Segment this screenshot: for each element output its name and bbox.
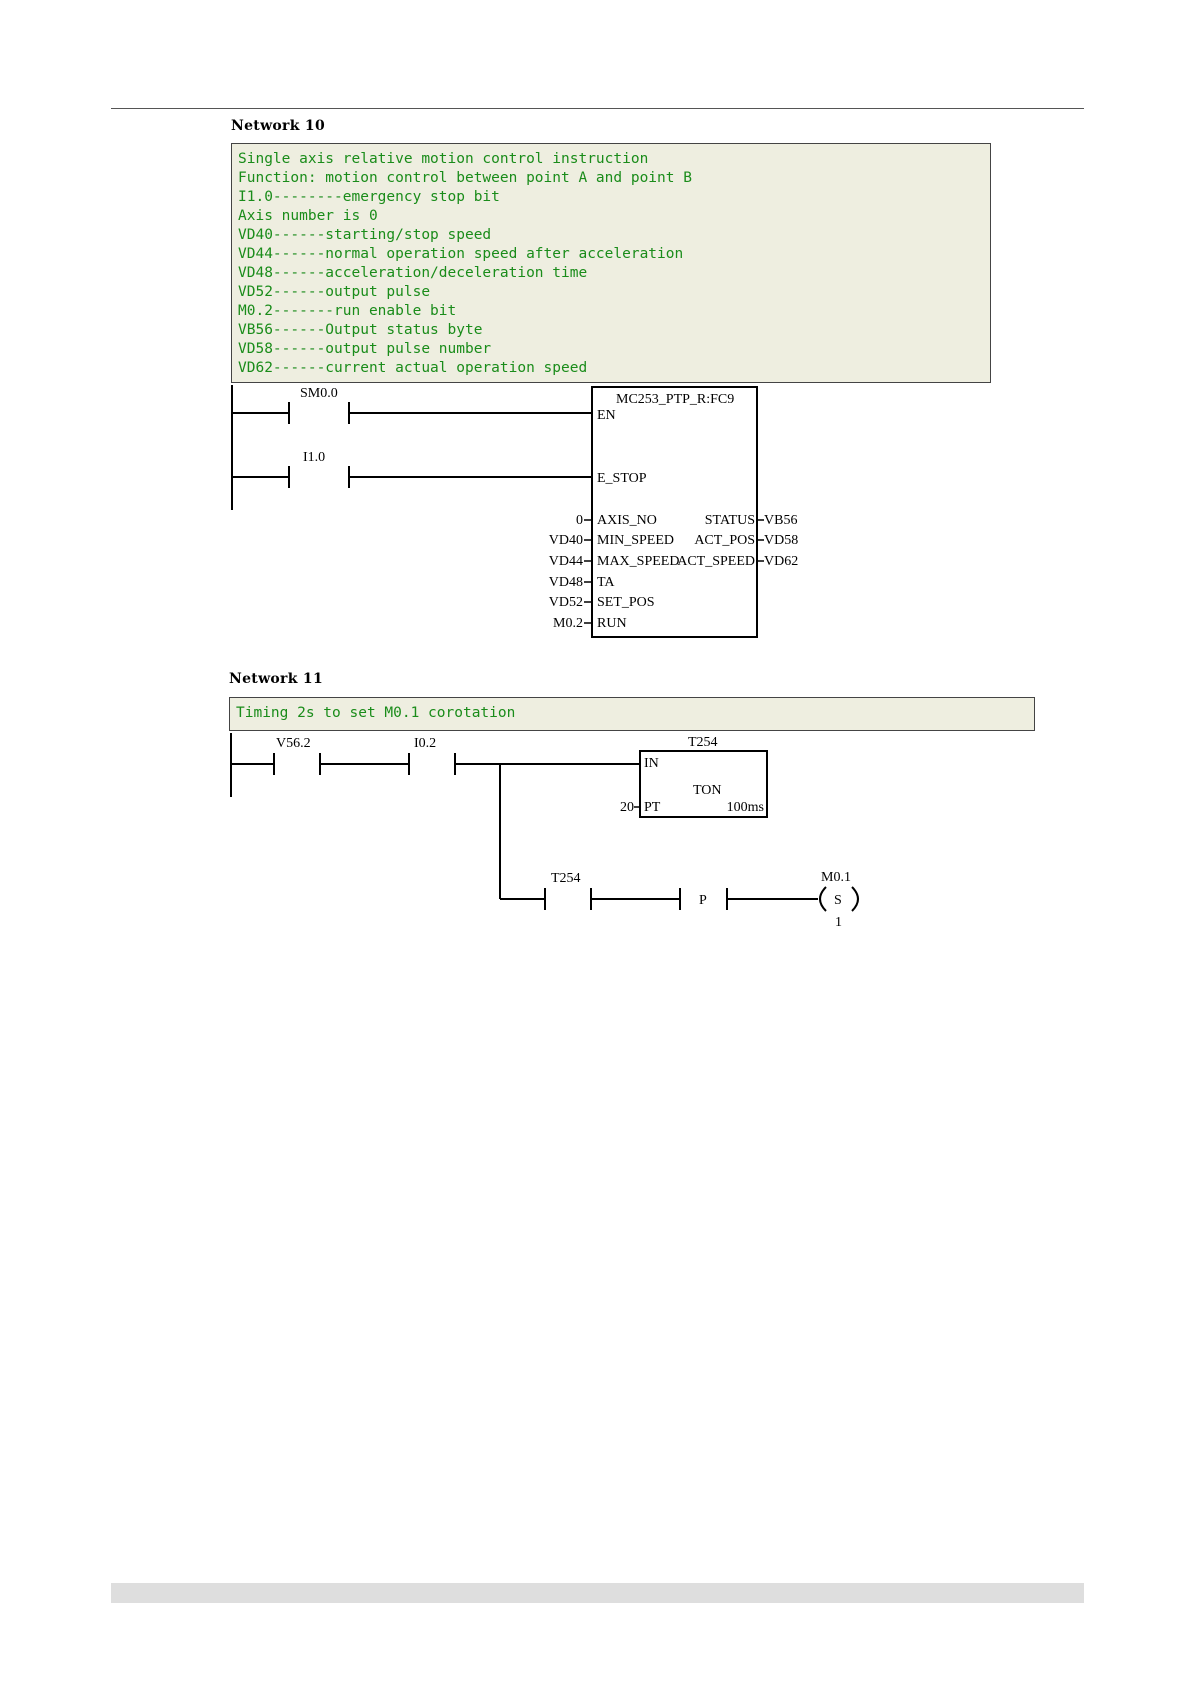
comment-line: VD62------current actual operation speed <box>238 360 588 376</box>
contact-sm0-0: SM0.0 <box>232 386 592 424</box>
pin-max-speed: MAX_SPEED <box>597 554 679 569</box>
function-block-mc253: MC253_PTP_R:FC9 EN E_STOP AXIS_NO MIN_SP… <box>549 386 798 638</box>
comment-line: VD44------normal operation speed after a… <box>238 246 684 262</box>
header-rule <box>111 108 1084 109</box>
coil-type: S <box>834 893 842 908</box>
edge-label: P <box>699 893 707 908</box>
comment-line: VB56------Output status byte <box>238 322 483 338</box>
input-set-pos: VD52 <box>549 595 583 610</box>
edge-p: P <box>679 888 817 910</box>
pin-en: EN <box>597 408 616 423</box>
network-10-comment: Single axis relative motion control inst… <box>231 143 991 383</box>
output-act-speed: VD62 <box>764 554 798 569</box>
network-11-title: Network 11 <box>229 671 323 687</box>
comment-line: Timing 2s to set M0.1 corotation <box>236 705 516 721</box>
timer-pt-pin: PT <box>644 800 661 815</box>
contact-label: T254 <box>551 871 581 886</box>
pin-axis-no: AXIS_NO <box>597 513 657 528</box>
pin-set-pos: SET_POS <box>597 595 655 610</box>
contact-v56-2: V56.2 <box>231 736 409 775</box>
pin-e-stop: E_STOP <box>597 471 647 486</box>
input-axis-no: 0 <box>576 513 583 528</box>
timer-t254: T254 IN TON PT 100ms 20 <box>620 735 768 818</box>
contact-i0-2: I0.2 <box>408 736 640 775</box>
comment-line: Axis number is 0 <box>238 208 378 224</box>
contact-label: I1.0 <box>303 450 325 465</box>
coil-name: M0.1 <box>821 870 851 885</box>
pin-act-pos: ACT_POS <box>694 533 755 548</box>
comment-line: Function: motion control between point A… <box>238 170 692 186</box>
pin-min-speed: MIN_SPEED <box>597 533 674 548</box>
comment-line: VD52------output pulse <box>238 284 431 300</box>
comment-line: VD58------output pulse number <box>238 341 492 357</box>
comment-line: I1.0--------emergency stop bit <box>238 189 500 205</box>
contact-label: V56.2 <box>276 736 311 751</box>
pin-ta: TA <box>597 575 615 590</box>
comment-line: Single axis relative motion control inst… <box>238 151 649 167</box>
pin-act-speed: ACT_SPEED <box>677 554 755 569</box>
coil-count: 1 <box>835 915 842 930</box>
contact-i1-0: I1.0 <box>232 450 592 488</box>
comment-line: VD40------starting/stop speed <box>238 227 492 243</box>
comment-line: M0.2-------run enable bit <box>238 303 457 319</box>
input-ta: VD48 <box>549 575 583 590</box>
contact-label: SM0.0 <box>300 386 338 401</box>
contact-t254: T254 <box>500 871 680 910</box>
network-11-comment: Timing 2s to set M0.1 corotation <box>229 697 1035 731</box>
coil-m0-1: M0.1 S 1 <box>817 870 859 930</box>
input-max-speed: VD44 <box>549 554 583 569</box>
comment-line: VD48------acceleration/deceleration time <box>238 265 588 281</box>
network-10-title: Network 10 <box>231 118 325 134</box>
timer-in-pin: IN <box>644 756 659 771</box>
input-min-speed: VD40 <box>549 533 583 548</box>
timer-name: T254 <box>688 735 718 750</box>
footer-bar <box>111 1583 1084 1603</box>
timer-type: TON <box>693 783 722 798</box>
timer-base: 100ms <box>727 800 764 815</box>
contact-label: I0.2 <box>414 736 436 751</box>
pin-run: RUN <box>597 616 627 631</box>
output-status: VB56 <box>764 513 797 528</box>
input-run: M0.2 <box>553 616 583 631</box>
output-act-pos: VD58 <box>764 533 798 548</box>
block-title: MC253_PTP_R:FC9 <box>616 392 734 407</box>
pin-status: STATUS <box>705 513 755 528</box>
timer-pt-value: 20 <box>620 800 634 815</box>
